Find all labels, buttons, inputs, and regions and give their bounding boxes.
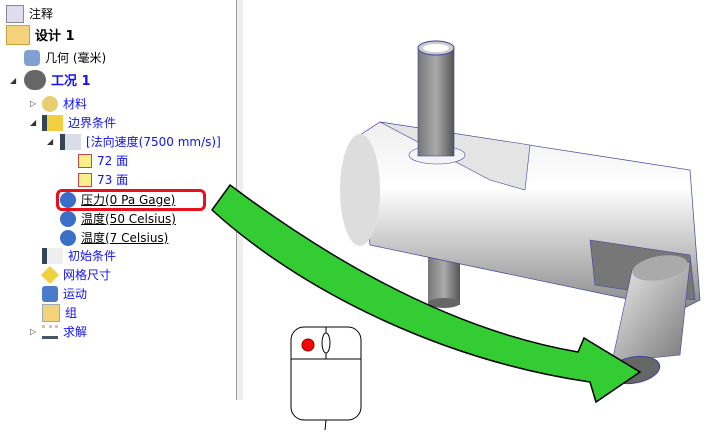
highlight-box <box>56 189 206 211</box>
collapse-arrow-icon[interactable]: ◢ <box>47 137 54 146</box>
question-icon <box>60 210 76 227</box>
expand-arrow-icon[interactable]: ▷ <box>30 99 37 108</box>
collapse-arrow-icon[interactable]: ◢ <box>30 118 37 127</box>
tree-item-design[interactable]: 设计 1 <box>6 24 75 45</box>
tree-item-boundary-conditions[interactable]: 边界条件 <box>42 113 116 132</box>
tree-item-materials[interactable]: 材料 <box>42 94 87 113</box>
tree-item-normal-velocity[interactable]: [法向速度(7500 mm/s)] <box>60 132 221 151</box>
tree-item-mesh-size[interactable]: 网格尺寸 <box>40 265 111 284</box>
expand-arrow-icon[interactable]: ▷ <box>30 327 37 336</box>
tree-item-group[interactable]: 组 <box>42 303 77 322</box>
collapse-arrow-icon[interactable]: ◢ <box>10 76 17 85</box>
boundary-icon <box>60 133 81 150</box>
materials-icon <box>42 95 58 112</box>
initial-icon <box>42 247 63 264</box>
boundary-icon <box>42 114 63 131</box>
face-icon <box>78 172 92 187</box>
green-arrow-icon <box>211 183 642 404</box>
mouse-left-click-icon <box>290 326 362 431</box>
face-icon <box>78 153 92 168</box>
question-icon <box>60 191 76 208</box>
tree-item-geometry[interactable]: 几何 (毫米) <box>24 48 106 67</box>
document-icon <box>6 4 24 23</box>
tree-item-case[interactable]: 工况 1 <box>24 69 91 90</box>
design-tree-panel: 注释 设计 1 几何 (毫米) ◢ 工况 1 ▷ 材料 ◢ 边界条件 ◢ [法向… <box>0 0 237 400</box>
solve-icon <box>42 324 58 339</box>
tree-item-annotations[interactable]: 注释 <box>6 4 53 23</box>
motion-icon <box>42 285 58 302</box>
tree-item-motion[interactable]: 运动 <box>42 284 87 303</box>
question-icon <box>60 229 76 246</box>
case-icon <box>24 69 46 90</box>
tree-item-temperature-7[interactable]: 温度(7 Celsius) <box>60 228 168 247</box>
pipe-icon <box>24 49 40 66</box>
tree-item-temperature-50[interactable]: 温度(50 Celsius) <box>60 209 176 228</box>
tree-item-face-73[interactable]: 73 面 <box>78 170 128 189</box>
upper-pipe <box>408 40 466 165</box>
tree-item-initial-conditions[interactable]: 初始条件 <box>42 246 116 265</box>
group-icon <box>42 303 60 322</box>
tree-item-face-72[interactable]: 72 面 <box>78 151 128 170</box>
folder-icon <box>6 24 30 45</box>
tree-item-pressure[interactable]: 压力(0 Pa Gage) <box>60 190 175 209</box>
tree-item-solve[interactable]: 求解 <box>42 322 87 341</box>
